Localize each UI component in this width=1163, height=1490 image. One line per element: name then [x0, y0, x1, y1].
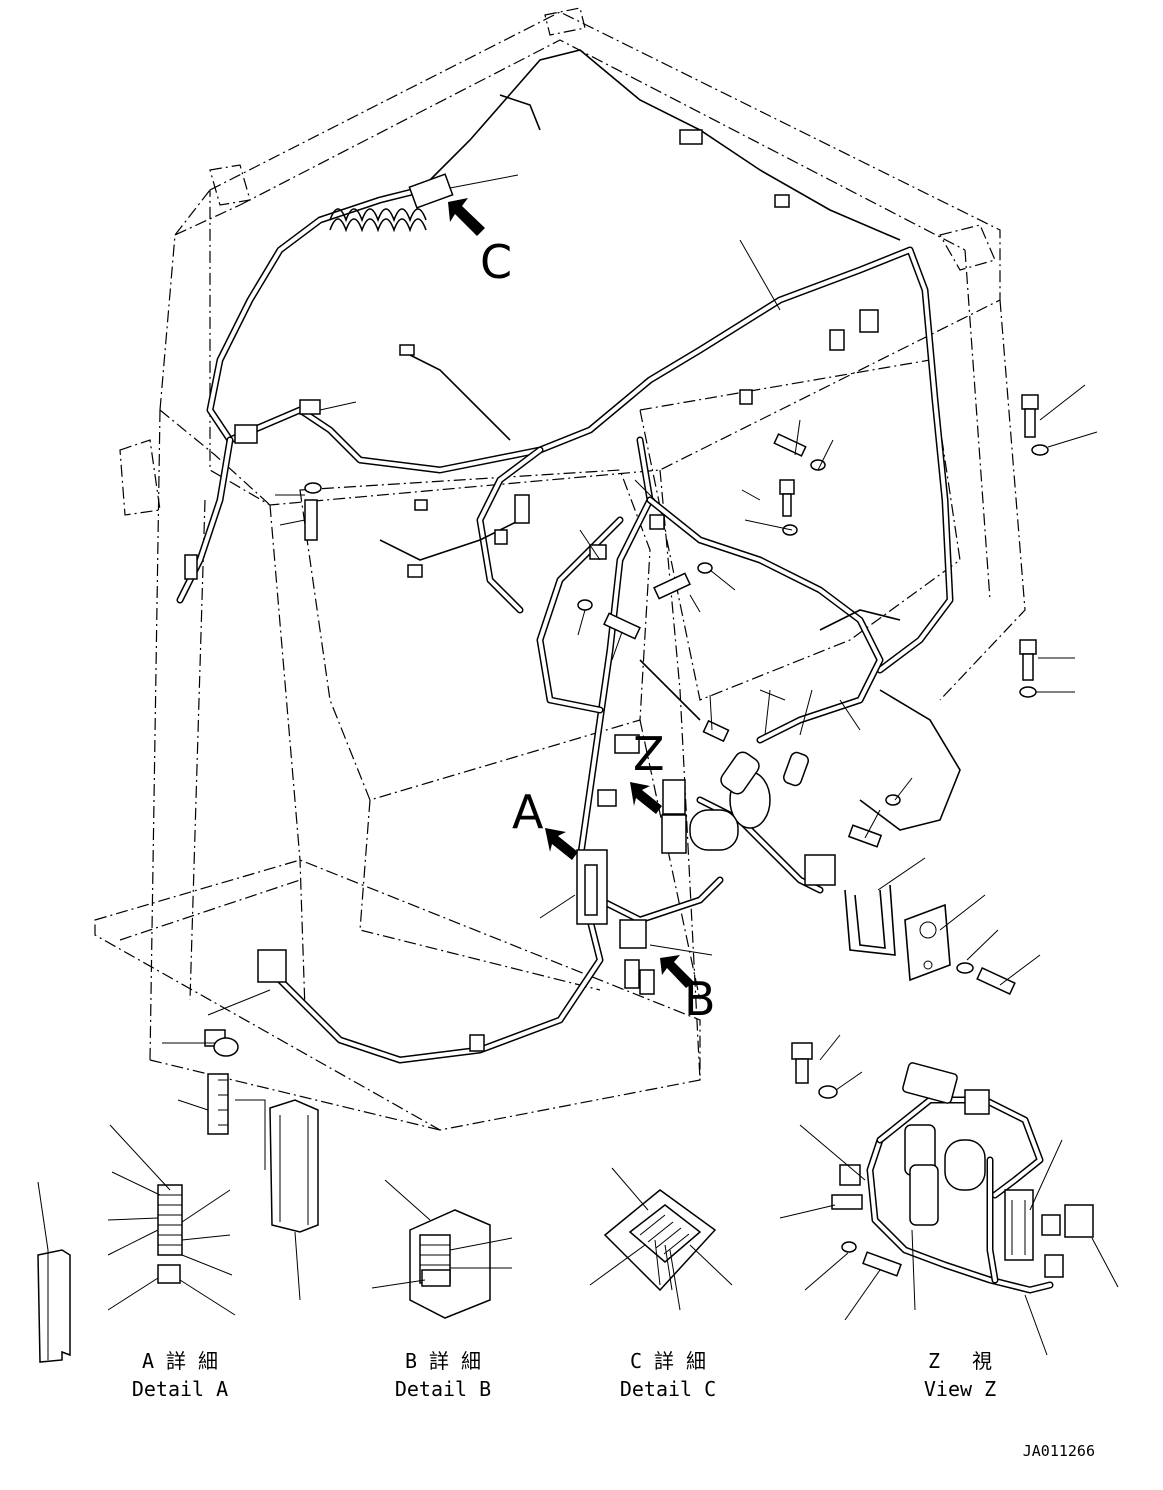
detail-c-drawing [589, 1167, 733, 1311]
arrow-b [660, 955, 694, 988]
leader-lines [162, 174, 1098, 1091]
detail-c-en: Detail C [620, 1377, 716, 1401]
coiled-connector [329, 208, 427, 233]
view-z-drawing [779, 1062, 1119, 1356]
branch-wires [379, 49, 961, 831]
detail-a-en: Detail A [132, 1377, 228, 1401]
view-z-jp: Z 視 [928, 1349, 992, 1373]
view-label-b: B [684, 972, 716, 1026]
detail-c-jp: C 詳 細 [630, 1349, 706, 1373]
view-arrows [448, 198, 694, 988]
detail-b-drawing [371, 1179, 513, 1319]
view-z-en: View Z [924, 1377, 996, 1401]
cab-frame [94, 7, 1026, 1131]
arrow-z [630, 782, 662, 814]
detail-a-drawing [37, 1073, 319, 1363]
drawing-code: JA011266 [1023, 1442, 1095, 1460]
bolt [779, 479, 795, 517]
detail-b-en: Detail B [395, 1377, 491, 1401]
detail-a-jp: A 詳 細 [142, 1349, 218, 1373]
view-label-c: C [480, 235, 512, 289]
bolt [1021, 394, 1039, 438]
arrow-a [545, 828, 578, 860]
detail-b-jp: B 詳 細 [405, 1349, 481, 1373]
arrow-c [448, 198, 485, 236]
view-label-z: Z [633, 727, 665, 781]
main-harness [176, 186, 954, 1064]
connectors [184, 129, 951, 1052]
bolt [1019, 639, 1037, 681]
view-label-a: A [512, 785, 544, 839]
